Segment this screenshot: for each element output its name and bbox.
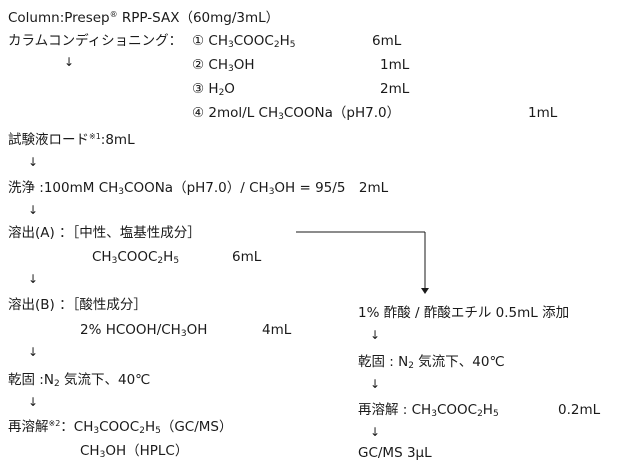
conditioning-step-3-vol: 2mL: [380, 81, 410, 97]
arrow-down-icon: ↓: [28, 155, 39, 169]
conditioning-step-4-vol: 1mL: [528, 105, 558, 121]
right-add-step: 1% 酢酸 / 酢酸エチル 0.5mL 添加: [358, 305, 570, 321]
arrow-down-icon: ↓: [370, 377, 381, 391]
load-step: 試験液ロード※1:8mL: [8, 132, 135, 148]
arrow-down-icon: ↓: [64, 55, 75, 69]
arrow-down-icon: ↓: [370, 425, 381, 439]
elution-b-reagent: 2% HCOOH/CH3OH: [80, 322, 208, 339]
arrow-down-icon: ↓: [28, 395, 39, 409]
dry-step: 乾固 :N2 気流下、40℃: [8, 372, 151, 389]
conditioning-step-3: ③ H2O: [192, 81, 235, 98]
elution-b-label: 溶出(B) ：［酸性成分］: [8, 297, 147, 313]
conditioning-step-2: ② CH3OH: [192, 57, 255, 74]
elution-a-label: 溶出(A) ：［中性、塩基性成分］: [8, 225, 201, 241]
conditioning-label: カラムコンディショニング：: [8, 33, 183, 49]
elution-a-vol: 6mL: [232, 249, 262, 265]
right-dry-step: 乾固 : N2 気流下、40℃: [358, 354, 505, 371]
redissolve-step: 再溶解※2：CH3COOC2H5（GC/MS）: [8, 419, 233, 436]
column-line: Column:Presep® RPP-SAX（60mg/3mL）: [8, 10, 280, 26]
elution-b-vol: 4mL: [262, 322, 292, 338]
arrow-down-icon: ↓: [28, 272, 39, 286]
right-redissolve-step: 再溶解 : CH3COOC2H5: [358, 402, 499, 419]
conditioning-step-1: ① CH3COOC2H5: [192, 33, 296, 50]
right-final-step: GC/MS 3μL: [358, 445, 432, 461]
arrow-down-icon: ↓: [28, 203, 39, 217]
elution-a-reagent: CH3COOC2H5: [92, 249, 180, 266]
redissolve-step-hplc: CH3OH（HPLC）: [80, 443, 189, 460]
wash-step: 洗浄 :100mM CH3COONa（pH7.0）/ CH3OH = 95/5 …: [8, 180, 389, 197]
conditioning-step-4: ④ 2mol/L CH3COONa（pH7.0）: [192, 105, 401, 122]
conditioning-step-2-vol: 1mL: [380, 57, 410, 73]
conditioning-step-1-vol: 6mL: [372, 33, 402, 49]
arrow-down-icon: ↓: [28, 345, 39, 359]
arrow-down-icon: ↓: [370, 328, 381, 342]
right-redissolve-vol: 0.2mL: [558, 402, 601, 418]
